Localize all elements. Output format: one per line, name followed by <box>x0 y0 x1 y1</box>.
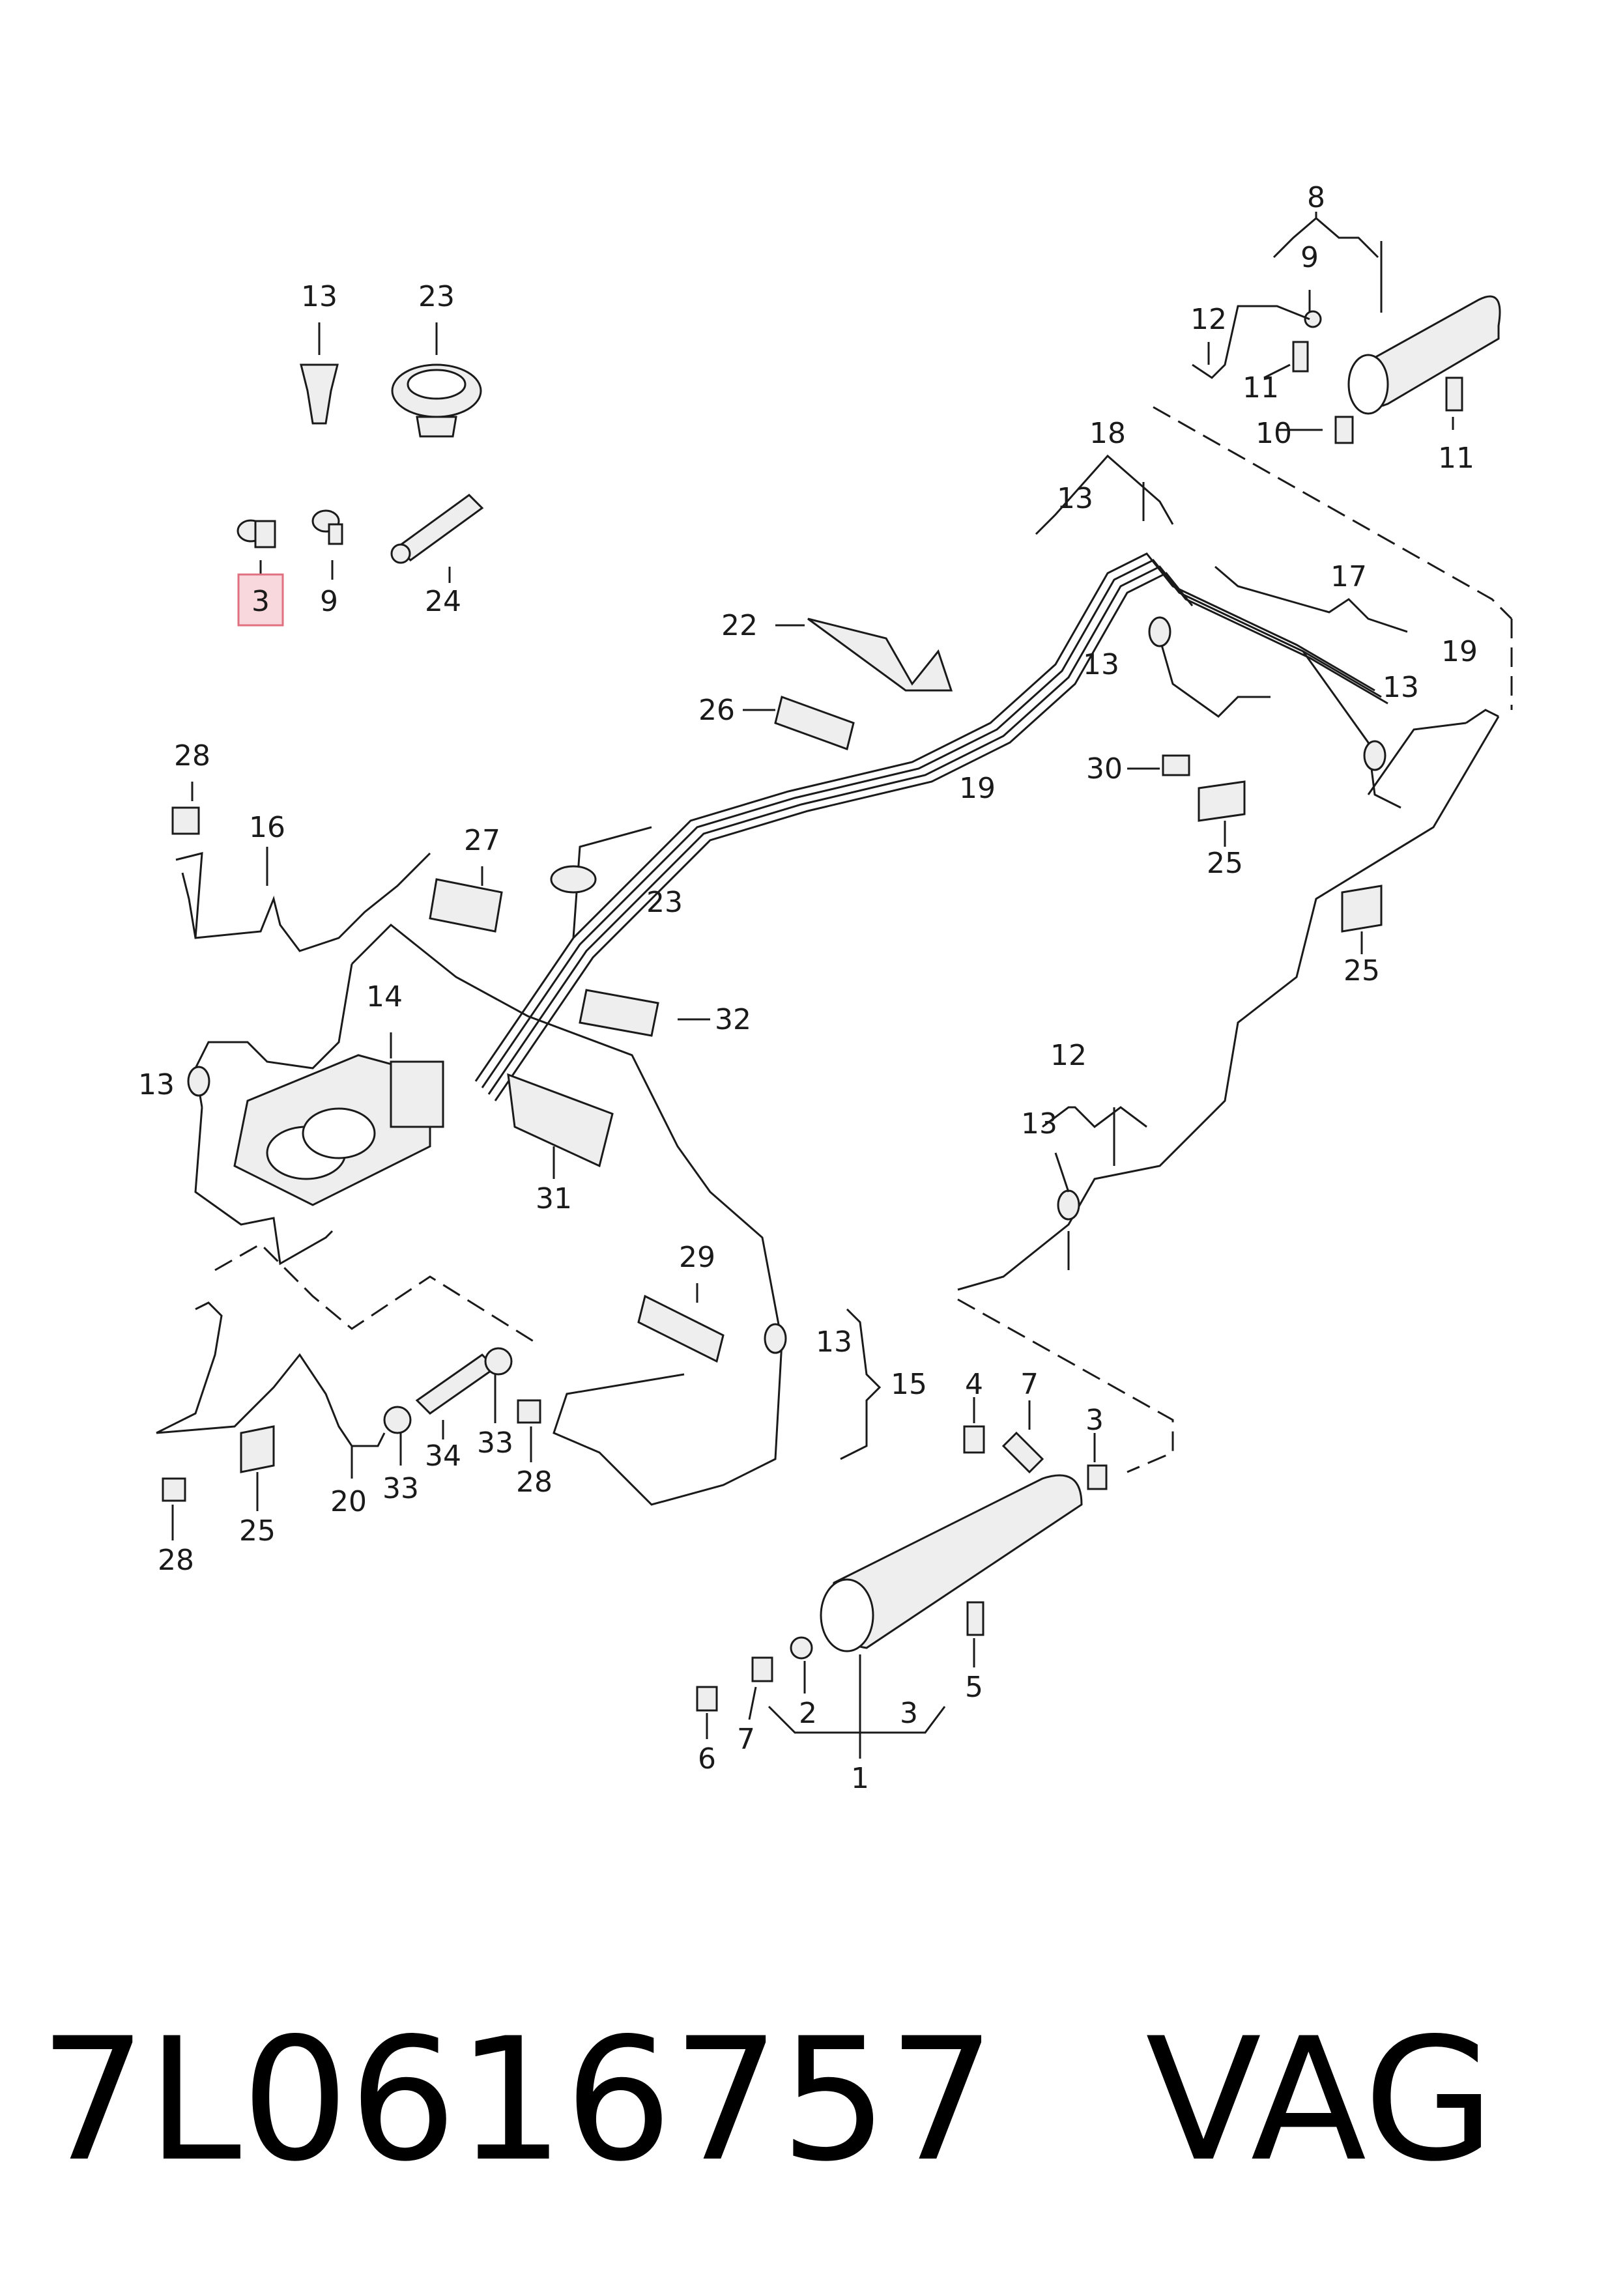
part-caption: 7L0616757 VAG <box>39 1993 1616 2208</box>
callout-5: 5 <box>965 1671 983 1704</box>
callout-28-lower: 28 <box>158 1544 194 1577</box>
part-24-connector <box>390 494 484 583</box>
part-28-clips-lower <box>162 1399 541 1540</box>
callout-20: 20 <box>330 1485 367 1518</box>
callout-23-pipe: 23 <box>646 886 683 919</box>
callout-22: 22 <box>721 609 758 642</box>
pipe-left <box>156 852 783 1506</box>
part-31-bracket <box>507 1073 614 1179</box>
callout-27: 27 <box>464 824 500 857</box>
callout-9-top: 9 <box>1300 241 1319 274</box>
part-22-bracket <box>775 617 953 692</box>
callout-28-right: 28 <box>516 1466 553 1499</box>
part-23-grommet-large <box>391 322 482 438</box>
air-suspension-parts-diagram: 13 23 3 9 24 8 9 12 11 10 11 18 13 17 22… <box>138 181 1513 1795</box>
callout-31: 31 <box>536 1182 572 1215</box>
callout-9: 9 <box>320 585 338 618</box>
callout-13-15: 13 <box>816 1325 852 1359</box>
callout-11-left: 11 <box>1242 371 1279 404</box>
callout-25-lower: 25 <box>239 1514 276 1548</box>
callout-12-mid: 12 <box>1050 1039 1087 1072</box>
callout-8: 8 <box>1307 181 1325 214</box>
part-3-valve <box>237 519 276 580</box>
callout-11-right: 11 <box>1438 442 1474 475</box>
callout-3-highlighted: 3 <box>251 585 270 618</box>
callout-13-compressor: 13 <box>138 1068 175 1101</box>
callout-26: 26 <box>698 694 735 727</box>
callout-19-mid: 19 <box>959 772 996 805</box>
callout-33-left: 33 <box>382 1472 419 1505</box>
callout-3-reservoir: 3 <box>1085 1404 1104 1437</box>
callout-17: 17 <box>1330 560 1367 593</box>
callout-13-pipe-right: 13 <box>1383 671 1419 704</box>
part-30-clip <box>1127 754 1190 776</box>
part-1-reservoir <box>768 1474 1083 1759</box>
part-33-clamp <box>383 1347 513 1466</box>
highlight-box-3 <box>237 573 284 627</box>
part-26-clip <box>743 696 855 750</box>
callout-19-right: 19 <box>1441 635 1478 668</box>
callout-10: 10 <box>1256 417 1292 450</box>
callout-7-top: 7 <box>1020 1368 1039 1401</box>
part-8-pressure-reservoir <box>1153 212 1513 710</box>
callout-7-bottom: 7 <box>737 1723 755 1756</box>
part-32-clip <box>579 989 710 1037</box>
callout-12-top: 12 <box>1190 303 1227 336</box>
callout-25-upper: 25 <box>1207 847 1243 880</box>
callout-28-upper: 28 <box>174 739 210 772</box>
part-25a-clip <box>1198 780 1246 847</box>
callout-14: 14 <box>366 980 403 1013</box>
callout-32: 32 <box>715 1003 751 1036</box>
pipe-bundle <box>474 552 1500 1291</box>
callout-33-right: 33 <box>477 1426 513 1460</box>
callout-13-pipe-left: 13 <box>1083 648 1119 681</box>
grommets-13 <box>187 616 1386 1354</box>
part-28a-clip <box>171 782 200 835</box>
part-25c-clip <box>240 1425 275 1511</box>
callout-29: 29 <box>679 1241 715 1274</box>
callout-13-12: 13 <box>1021 1107 1057 1141</box>
callout-15: 15 <box>891 1368 927 1401</box>
callout-13: 13 <box>301 280 338 313</box>
part-25b-clip <box>1341 885 1383 954</box>
callout-4: 4 <box>965 1368 983 1401</box>
part-9-valve <box>311 509 343 580</box>
brand-label: VAG <box>1145 2002 1495 2199</box>
callout-25-right: 25 <box>1343 954 1380 987</box>
callout-1: 1 <box>851 1762 869 1795</box>
callout-24: 24 <box>425 585 461 618</box>
callout-6: 6 <box>698 1742 716 1776</box>
callout-3-bottom: 3 <box>900 1697 918 1730</box>
part-27-clip <box>429 866 503 933</box>
part-13-grommet <box>300 322 339 425</box>
reservoir-fittings <box>696 1397 1108 1739</box>
part-14-compressor <box>233 1032 444 1206</box>
callout-23: 23 <box>418 280 455 313</box>
part-number: 7L0616757 <box>39 2002 996 2199</box>
part-29-clip <box>637 1283 725 1363</box>
callout-2: 2 <box>799 1697 817 1730</box>
callout-13-18: 13 <box>1057 482 1093 515</box>
callout-16: 16 <box>249 811 285 844</box>
callout-34: 34 <box>425 1439 461 1473</box>
callout-18: 18 <box>1089 417 1126 450</box>
callout-30: 30 <box>1086 752 1123 786</box>
